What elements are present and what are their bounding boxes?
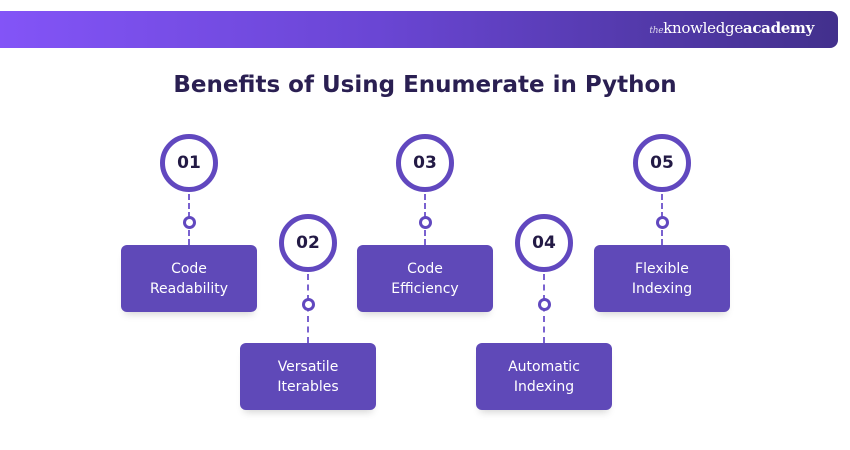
logo-prefix: the xyxy=(649,26,664,36)
benefit-label-line2: Indexing xyxy=(513,378,575,395)
connector-dot xyxy=(538,298,551,311)
header-banner: theknowledgeacademy xyxy=(0,11,838,48)
connector-dot xyxy=(656,216,669,229)
benefit-label-line1: Versatile xyxy=(277,358,339,375)
benefit-label-line2: Efficiency xyxy=(391,280,459,297)
benefit-label-line1: Code xyxy=(171,260,207,277)
step-number-circle: 04 xyxy=(515,214,573,272)
step-number-circle: 03 xyxy=(396,134,454,192)
step-number-circle: 05 xyxy=(633,134,691,192)
benefit-label-line2: Indexing xyxy=(631,280,693,297)
connector-dot xyxy=(183,216,196,229)
logo-suffix: academy xyxy=(742,19,814,37)
step-number-circle: 02 xyxy=(279,214,337,272)
logo-middle: knowledge xyxy=(663,19,743,37)
benefit-label-line1: Code xyxy=(407,260,443,277)
benefit-label-line1: Flexible xyxy=(635,260,689,277)
page-title: Benefits of Using Enumerate in Python xyxy=(173,72,677,98)
connector-dot xyxy=(302,298,315,311)
benefit-label-line1: Automatic xyxy=(508,358,580,375)
connector-dot xyxy=(419,216,432,229)
benefit-label-line2: Readability xyxy=(149,280,229,297)
benefit-label-line2: Iterables xyxy=(277,378,339,395)
brand-logo: theknowledgeacademy xyxy=(649,19,814,37)
step-number-circle: 01 xyxy=(160,134,218,192)
